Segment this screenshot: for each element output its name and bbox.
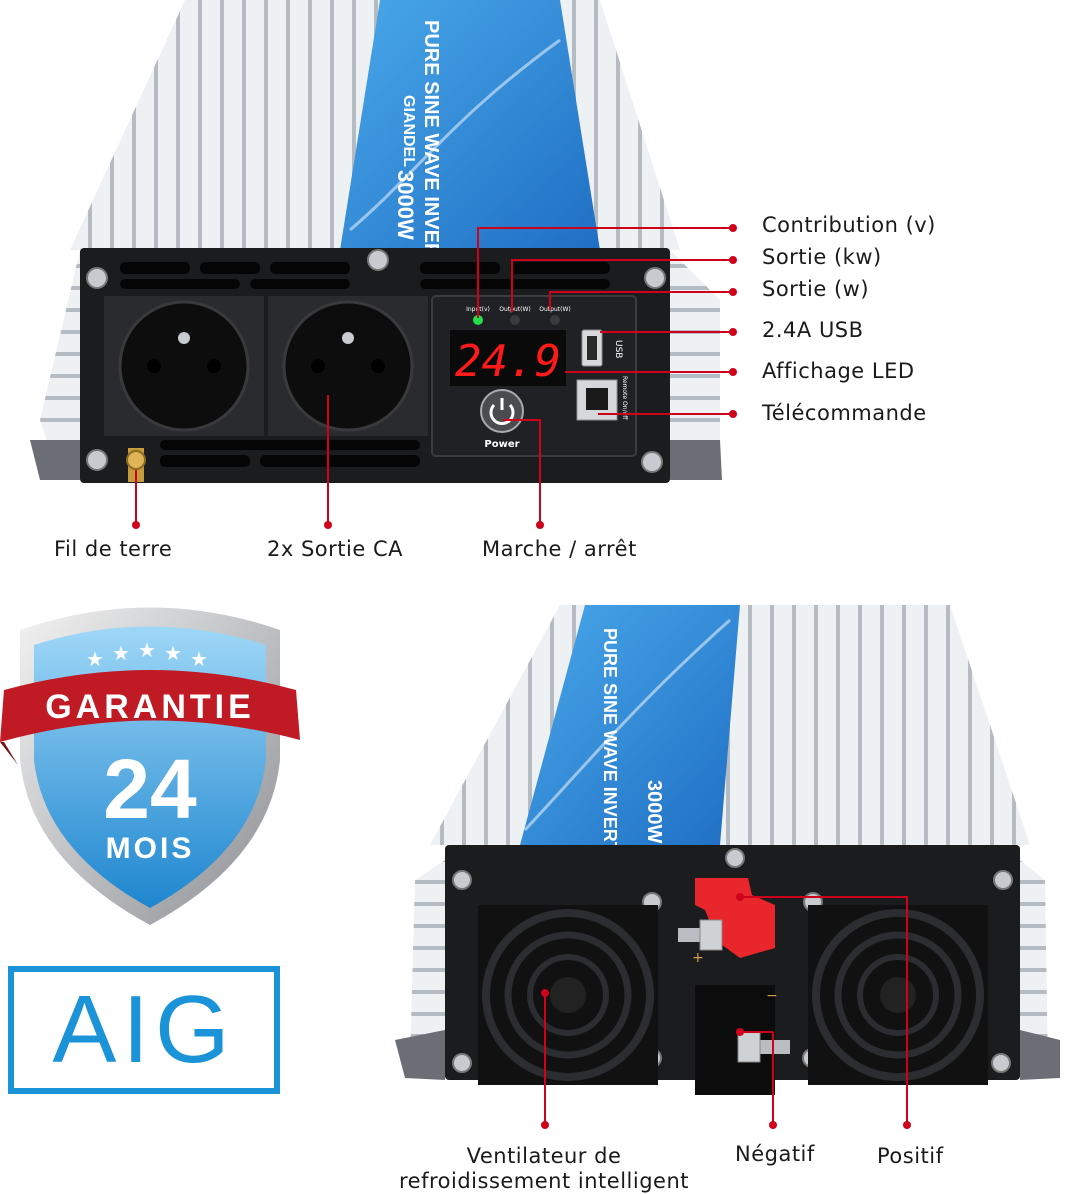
- top-callout-lines: [135, 227, 733, 525]
- vent-slots: [120, 262, 610, 467]
- warranty-badge: ★ ★ ★ ★ ★ GARANTIE 24 MOIS: [0, 607, 300, 925]
- ac-socket-1: [118, 300, 250, 432]
- svg-text:★: ★: [190, 647, 208, 671]
- callout-remote: Télécommande: [762, 401, 927, 425]
- badge-number: 24: [103, 742, 197, 836]
- input-led: [473, 315, 483, 325]
- spec-label-bottom: [520, 605, 740, 845]
- callout-led-display: Affichage LED: [762, 359, 915, 383]
- aig-logo-text: AIG: [52, 976, 236, 1083]
- output-kw-led: [510, 315, 520, 325]
- cooling-fan-right: [808, 905, 988, 1085]
- right-fins: [670, 250, 720, 480]
- indicator-label-kw: Output(W): [499, 306, 530, 313]
- callout-usb: 2.4A USB: [762, 318, 864, 342]
- callout-input-voltage: Contribution (v): [762, 213, 936, 237]
- screws: [86, 249, 666, 473]
- badge-banner: GARANTIE: [45, 688, 255, 726]
- positive-sign: +: [692, 950, 704, 966]
- bottom-callout-dots: [541, 893, 911, 1129]
- remote-port-label: Remote On/off: [621, 376, 628, 420]
- top-inverter: PURE SINE WAVE INVERTER 3000W GIANDEL: [30, 0, 722, 483]
- callout-ground-wire: Fil de terre: [54, 537, 173, 561]
- label-power-bottom: 3000W: [643, 780, 665, 843]
- callout-power-switch: Marche / arrêt: [482, 537, 637, 561]
- svg-text:★: ★: [112, 641, 130, 665]
- badge-unit: MOIS: [106, 832, 195, 865]
- label-title: PURE SINE WAVE INVERTER: [420, 20, 442, 298]
- bottom-callout-lines: [544, 896, 908, 1125]
- callout-fan-line1: Ventilateur de: [466, 1144, 622, 1168]
- negative-sign: −: [766, 988, 778, 1004]
- badge-stars: ★ ★ ★ ★ ★: [86, 638, 208, 671]
- callout-positive: Positif: [877, 1144, 944, 1168]
- svg-text:★: ★: [86, 647, 104, 671]
- negative-terminal: −: [695, 985, 790, 1095]
- cooling-fan-left: [478, 905, 658, 1085]
- callout-fan-line2: refroidissement intelligent: [399, 1169, 689, 1193]
- usb-port-label: USB: [613, 340, 623, 358]
- top-callout-dots: [132, 224, 737, 529]
- label-power: 3000W: [393, 170, 418, 240]
- svg-text:★: ★: [138, 638, 156, 662]
- callout-ac-outputs: 2x Sortie CA: [267, 537, 403, 561]
- spec-label: [340, 0, 600, 250]
- bottom-inverter: PURE SINE WAVE INVERTER 3000W: [395, 605, 1060, 1095]
- power-button: [480, 389, 524, 433]
- power-button-label: Power: [484, 439, 519, 450]
- led-display-value: 24.9: [455, 336, 561, 387]
- output-w-led: [550, 315, 560, 325]
- svg-text:★: ★: [164, 641, 182, 665]
- label-title-bottom: PURE SINE WAVE INVERTER: [600, 628, 620, 878]
- ground-terminal: [126, 448, 146, 482]
- ac-socket-2: [282, 300, 414, 432]
- left-fins: [40, 250, 80, 480]
- aig-logo: AIG: [8, 966, 280, 1094]
- indicator-label-w: Output(W): [539, 306, 570, 313]
- led-display: [450, 330, 566, 386]
- callout-output-kw: Sortie (kw): [762, 245, 882, 269]
- callout-output-w: Sortie (w): [762, 277, 870, 301]
- callout-negative: Négatif: [735, 1142, 815, 1166]
- label-brand: GIANDEL: [400, 95, 417, 167]
